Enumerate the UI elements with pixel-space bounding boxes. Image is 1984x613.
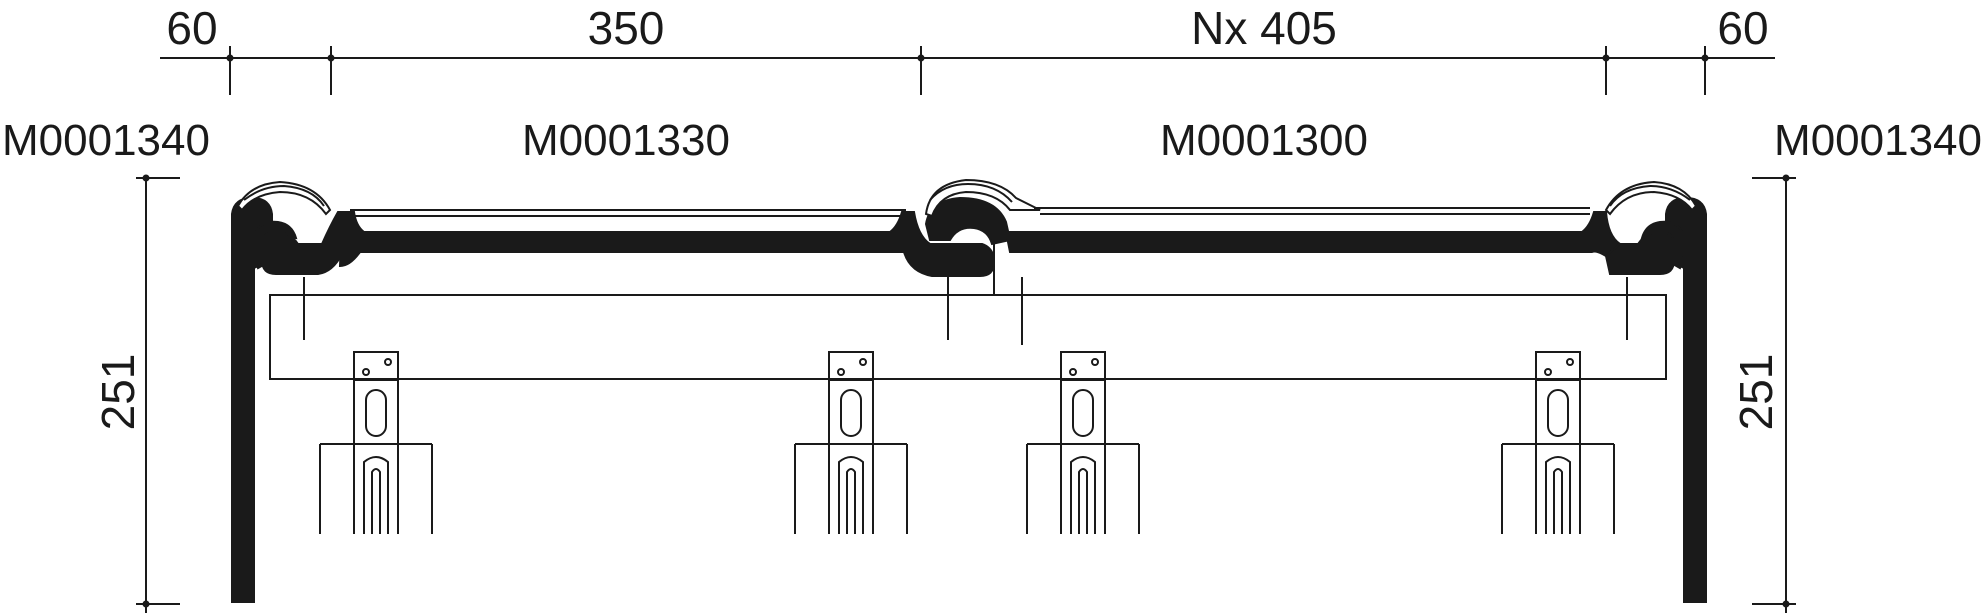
part-label-left-end: M0001340 [2, 116, 210, 165]
middle-tile [1004, 207, 1622, 258]
top-dimension-line [160, 46, 1775, 95]
bracket-1 [319, 351, 433, 534]
dim-left-margin: 60 [166, 2, 217, 54]
dim-height-right: 251 [1730, 354, 1782, 431]
dim-height-left: 251 [92, 354, 144, 431]
part-label-middle-tile: M0001300 [1160, 116, 1368, 165]
right-height-dimension [1752, 174, 1796, 613]
left-end-cap [231, 180, 348, 603]
bracket-2 [794, 351, 908, 534]
dim-first-span: 350 [588, 2, 665, 54]
part-label-first-tile: M0001330 [522, 116, 730, 165]
bracket-4 [1501, 351, 1615, 534]
right-end-cap [1604, 180, 1707, 603]
bracket-3 [1026, 351, 1140, 534]
dim-repeat-span: Nx 405 [1191, 2, 1337, 54]
support-frame [269, 230, 1667, 380]
dim-right-margin: 60 [1717, 2, 1768, 54]
overlap-roll [924, 178, 1041, 246]
left-height-dimension [136, 174, 180, 613]
first-tile [338, 209, 996, 277]
part-label-right-end: M0001340 [1774, 116, 1982, 165]
